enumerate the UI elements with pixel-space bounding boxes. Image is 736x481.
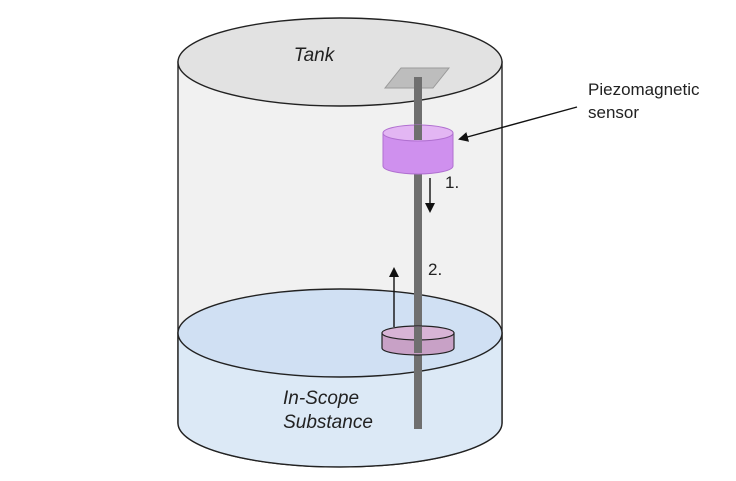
substance-label-line1: In-Scope xyxy=(283,388,359,409)
tank-label: Tank xyxy=(294,45,336,66)
piezomagnetic-sensor xyxy=(382,124,454,175)
float-disc xyxy=(381,325,455,356)
sensor-label-line1: Piezomagnetic xyxy=(588,80,700,99)
guide-rod xyxy=(414,77,422,429)
sensor-label-line2: sensor xyxy=(588,103,639,122)
step2-label: 2. xyxy=(428,260,442,279)
tank-top xyxy=(177,17,503,107)
step1-label: 1. xyxy=(445,173,459,192)
substance-label-line2: Substance xyxy=(283,412,373,433)
sensor-pointer-arrow xyxy=(458,106,578,142)
